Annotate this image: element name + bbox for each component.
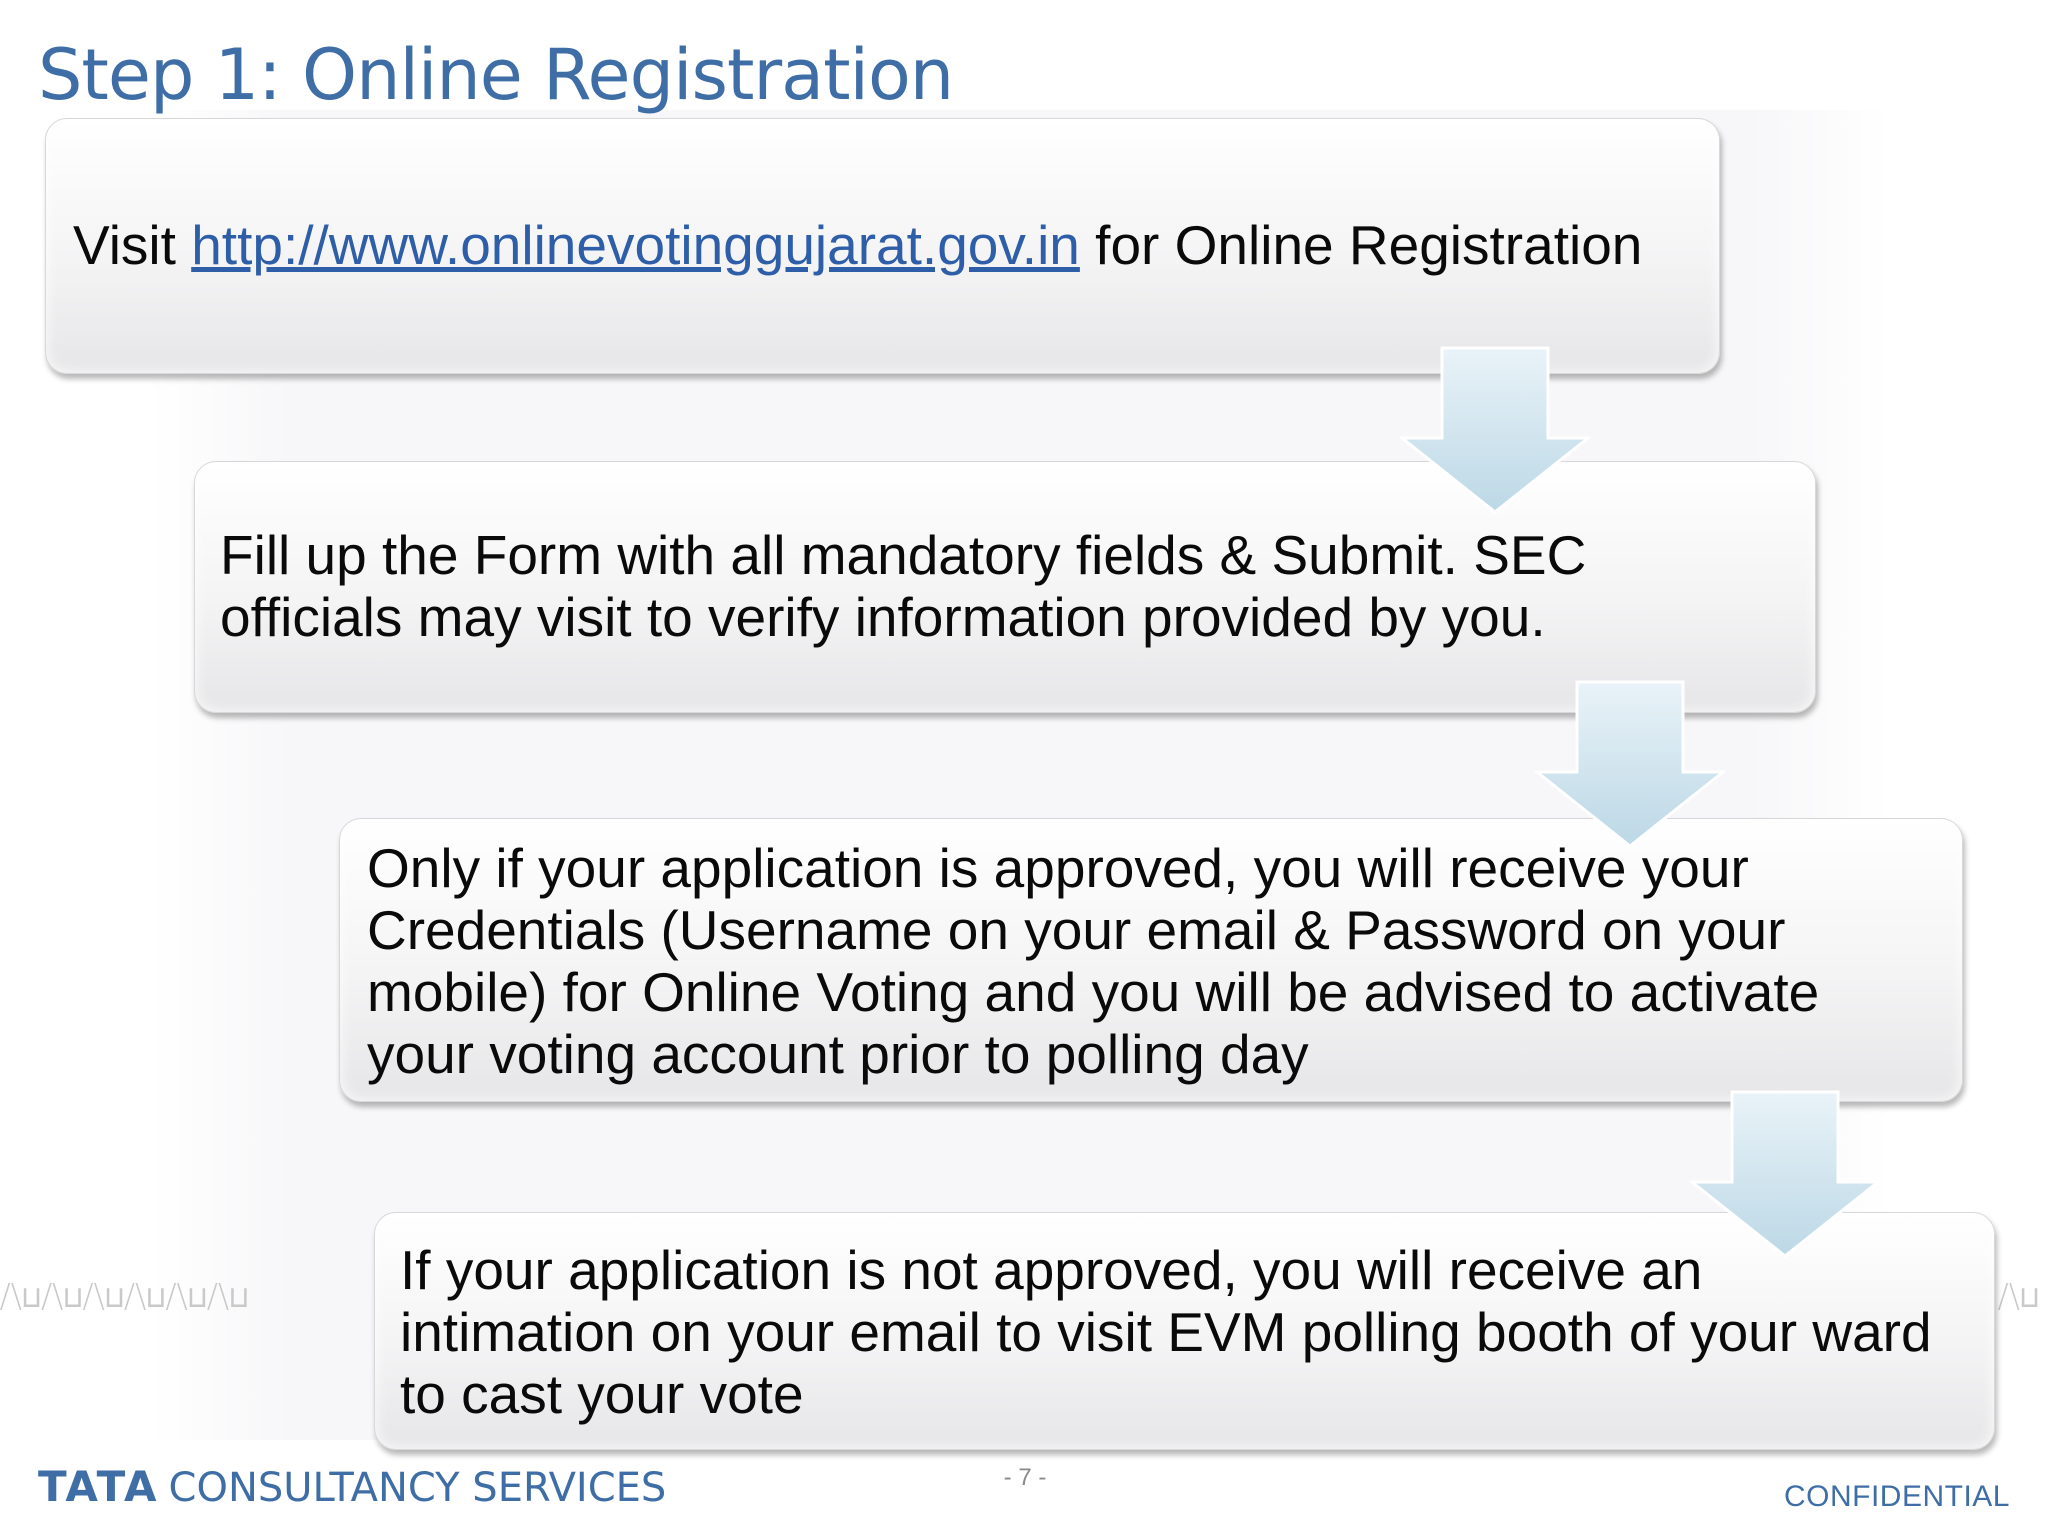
step-4-line-3: to cast your vote [400,1363,804,1425]
slide-title: Step 1: Online Registration [38,34,954,116]
down-arrow-icon [1400,346,1590,514]
decorative-pattern-right: ⧸⧹⊔ [1998,1280,2040,1315]
step-3-text: Only if your application is approved, yo… [367,837,1819,1085]
step-4-text: If your application is not approved, you… [400,1239,1932,1425]
step-4-line-2: intimation on your email to visit EVM po… [400,1301,1932,1363]
confidential-label: CONFIDENTIAL [1783,1480,2010,1513]
step-3-line-4: your voting account prior to polling day [367,1023,1309,1085]
step-1-text: Visit http://www.onlinevotinggujarat.gov… [73,214,1642,276]
step-box-3: Only if your application is approved, yo… [339,818,1963,1102]
step-3-line-2: Credentials (Username on your email & Pa… [367,899,1786,961]
step-box-1: Visit http://www.onlinevotinggujarat.gov… [45,118,1720,374]
down-arrow-icon [1690,1090,1880,1258]
step-box-4: If your application is not approved, you… [374,1212,1995,1450]
step-3-line-3: mobile) for Online Voting and you will b… [367,961,1820,1023]
step-2-text: Fill up the Form with all mandatory fiel… [220,524,1586,648]
consultancy-services-wordmark: CONSULTANCY SERVICES [168,1465,667,1511]
step-1-prefix: Visit [73,214,192,276]
step-box-2: Fill up the Form with all mandatory fiel… [194,461,1816,713]
step-4-line-1: If your application is not approved, you… [400,1239,1703,1301]
step-2-line-1: Fill up the Form with all mandatory fiel… [220,524,1587,586]
tata-wordmark: TATA [38,1462,159,1511]
down-arrow-icon [1535,680,1725,848]
step-3-line-1: Only if your application is approved, yo… [367,837,1749,899]
registration-link[interactable]: http://www.onlinevotinggujarat.gov.in [191,214,1080,276]
page-number: - 7 - [1003,1464,1047,1491]
decorative-pattern-left: ⧸⧹⊔⧸⧹⊔⧸⧹⊔⧸⧹⊔⧸⧹⊔⧸⧹⊔ [0,1280,249,1315]
step-2-line-2: officials may visit to verify informatio… [220,586,1546,648]
step-1-suffix: for Online Registration [1079,214,1643,276]
